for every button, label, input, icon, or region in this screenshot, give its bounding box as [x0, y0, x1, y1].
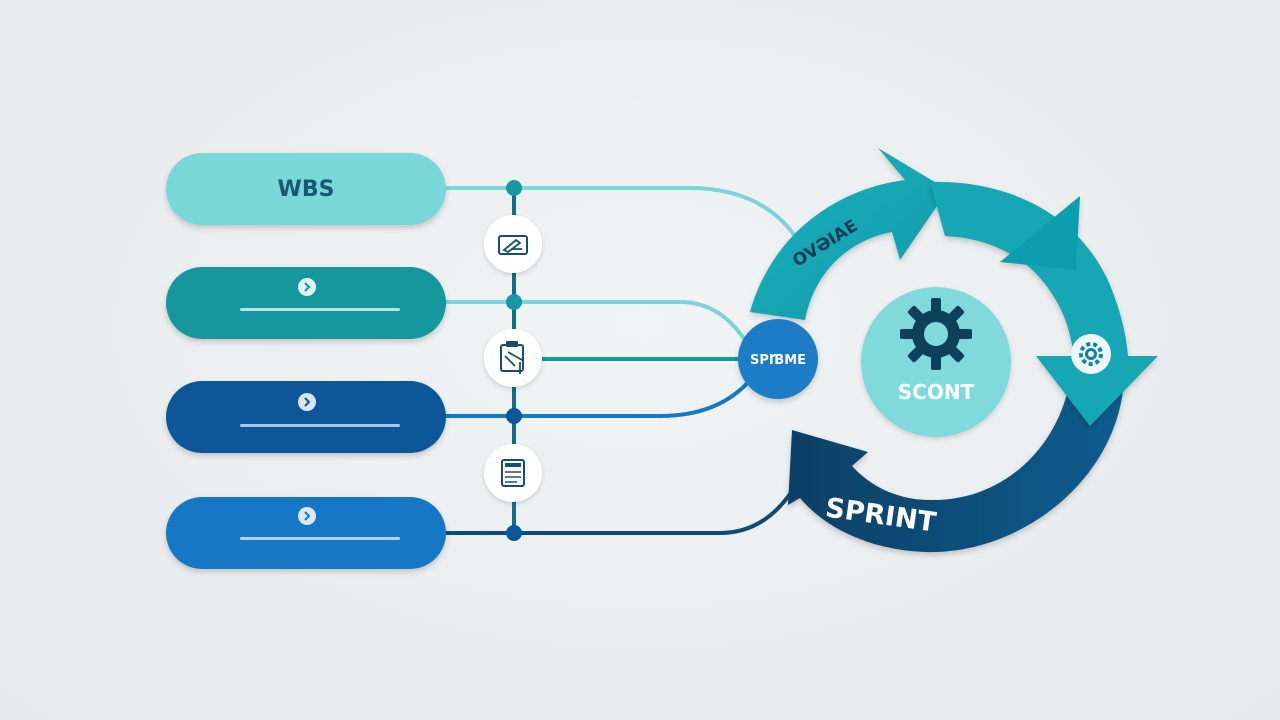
sprint-arc: SPRINT — [788, 380, 1124, 553]
upper-arc-shape — [750, 148, 948, 320]
arrow-head — [1000, 196, 1080, 270]
connector-bar-2 — [443, 300, 750, 347]
clipboard-icon — [484, 329, 542, 387]
bar-1-shape — [166, 153, 446, 225]
chevron-right-icon — [298, 278, 316, 296]
document-stack-icon — [484, 444, 542, 502]
connector-lines — [443, 180, 802, 541]
sprint-arc-shape — [788, 380, 1124, 553]
connector-wbs — [443, 186, 797, 238]
chevron-glyph — [304, 397, 311, 407]
gear-icon — [900, 298, 972, 370]
hub-node: SPIƁME — [738, 319, 818, 399]
chevron-glyph — [304, 282, 311, 292]
chevron-glyph — [304, 511, 311, 521]
bar-1-label: WBS — [278, 177, 335, 202]
bar-3-shape — [166, 381, 446, 453]
pencil-card-icon — [484, 215, 542, 273]
center-label: SCONT — [898, 380, 975, 404]
hub-label: SPIƁME — [750, 353, 806, 368]
chevron-right-icon — [298, 507, 316, 525]
hub-circle — [738, 319, 818, 399]
bar-1: WBS — [166, 153, 446, 225]
spine-node — [506, 180, 522, 196]
bar-3 — [166, 381, 446, 453]
bar-4-text-line — [240, 537, 400, 540]
chevron-right-icon — [298, 393, 316, 411]
bar-2-shape — [166, 267, 446, 339]
center-node: SCONT — [861, 287, 1011, 437]
bar-4-shape — [166, 497, 446, 569]
bar-4 — [166, 497, 446, 569]
gear-badge-icon — [1071, 334, 1111, 374]
spine-node — [506, 525, 522, 541]
spine-node — [506, 408, 522, 424]
bar-3-text-line — [240, 424, 400, 427]
connector-bar-3 — [443, 376, 754, 418]
bar-2-text-line — [240, 308, 400, 311]
spine-node — [506, 294, 522, 310]
bar-2 — [166, 267, 446, 339]
